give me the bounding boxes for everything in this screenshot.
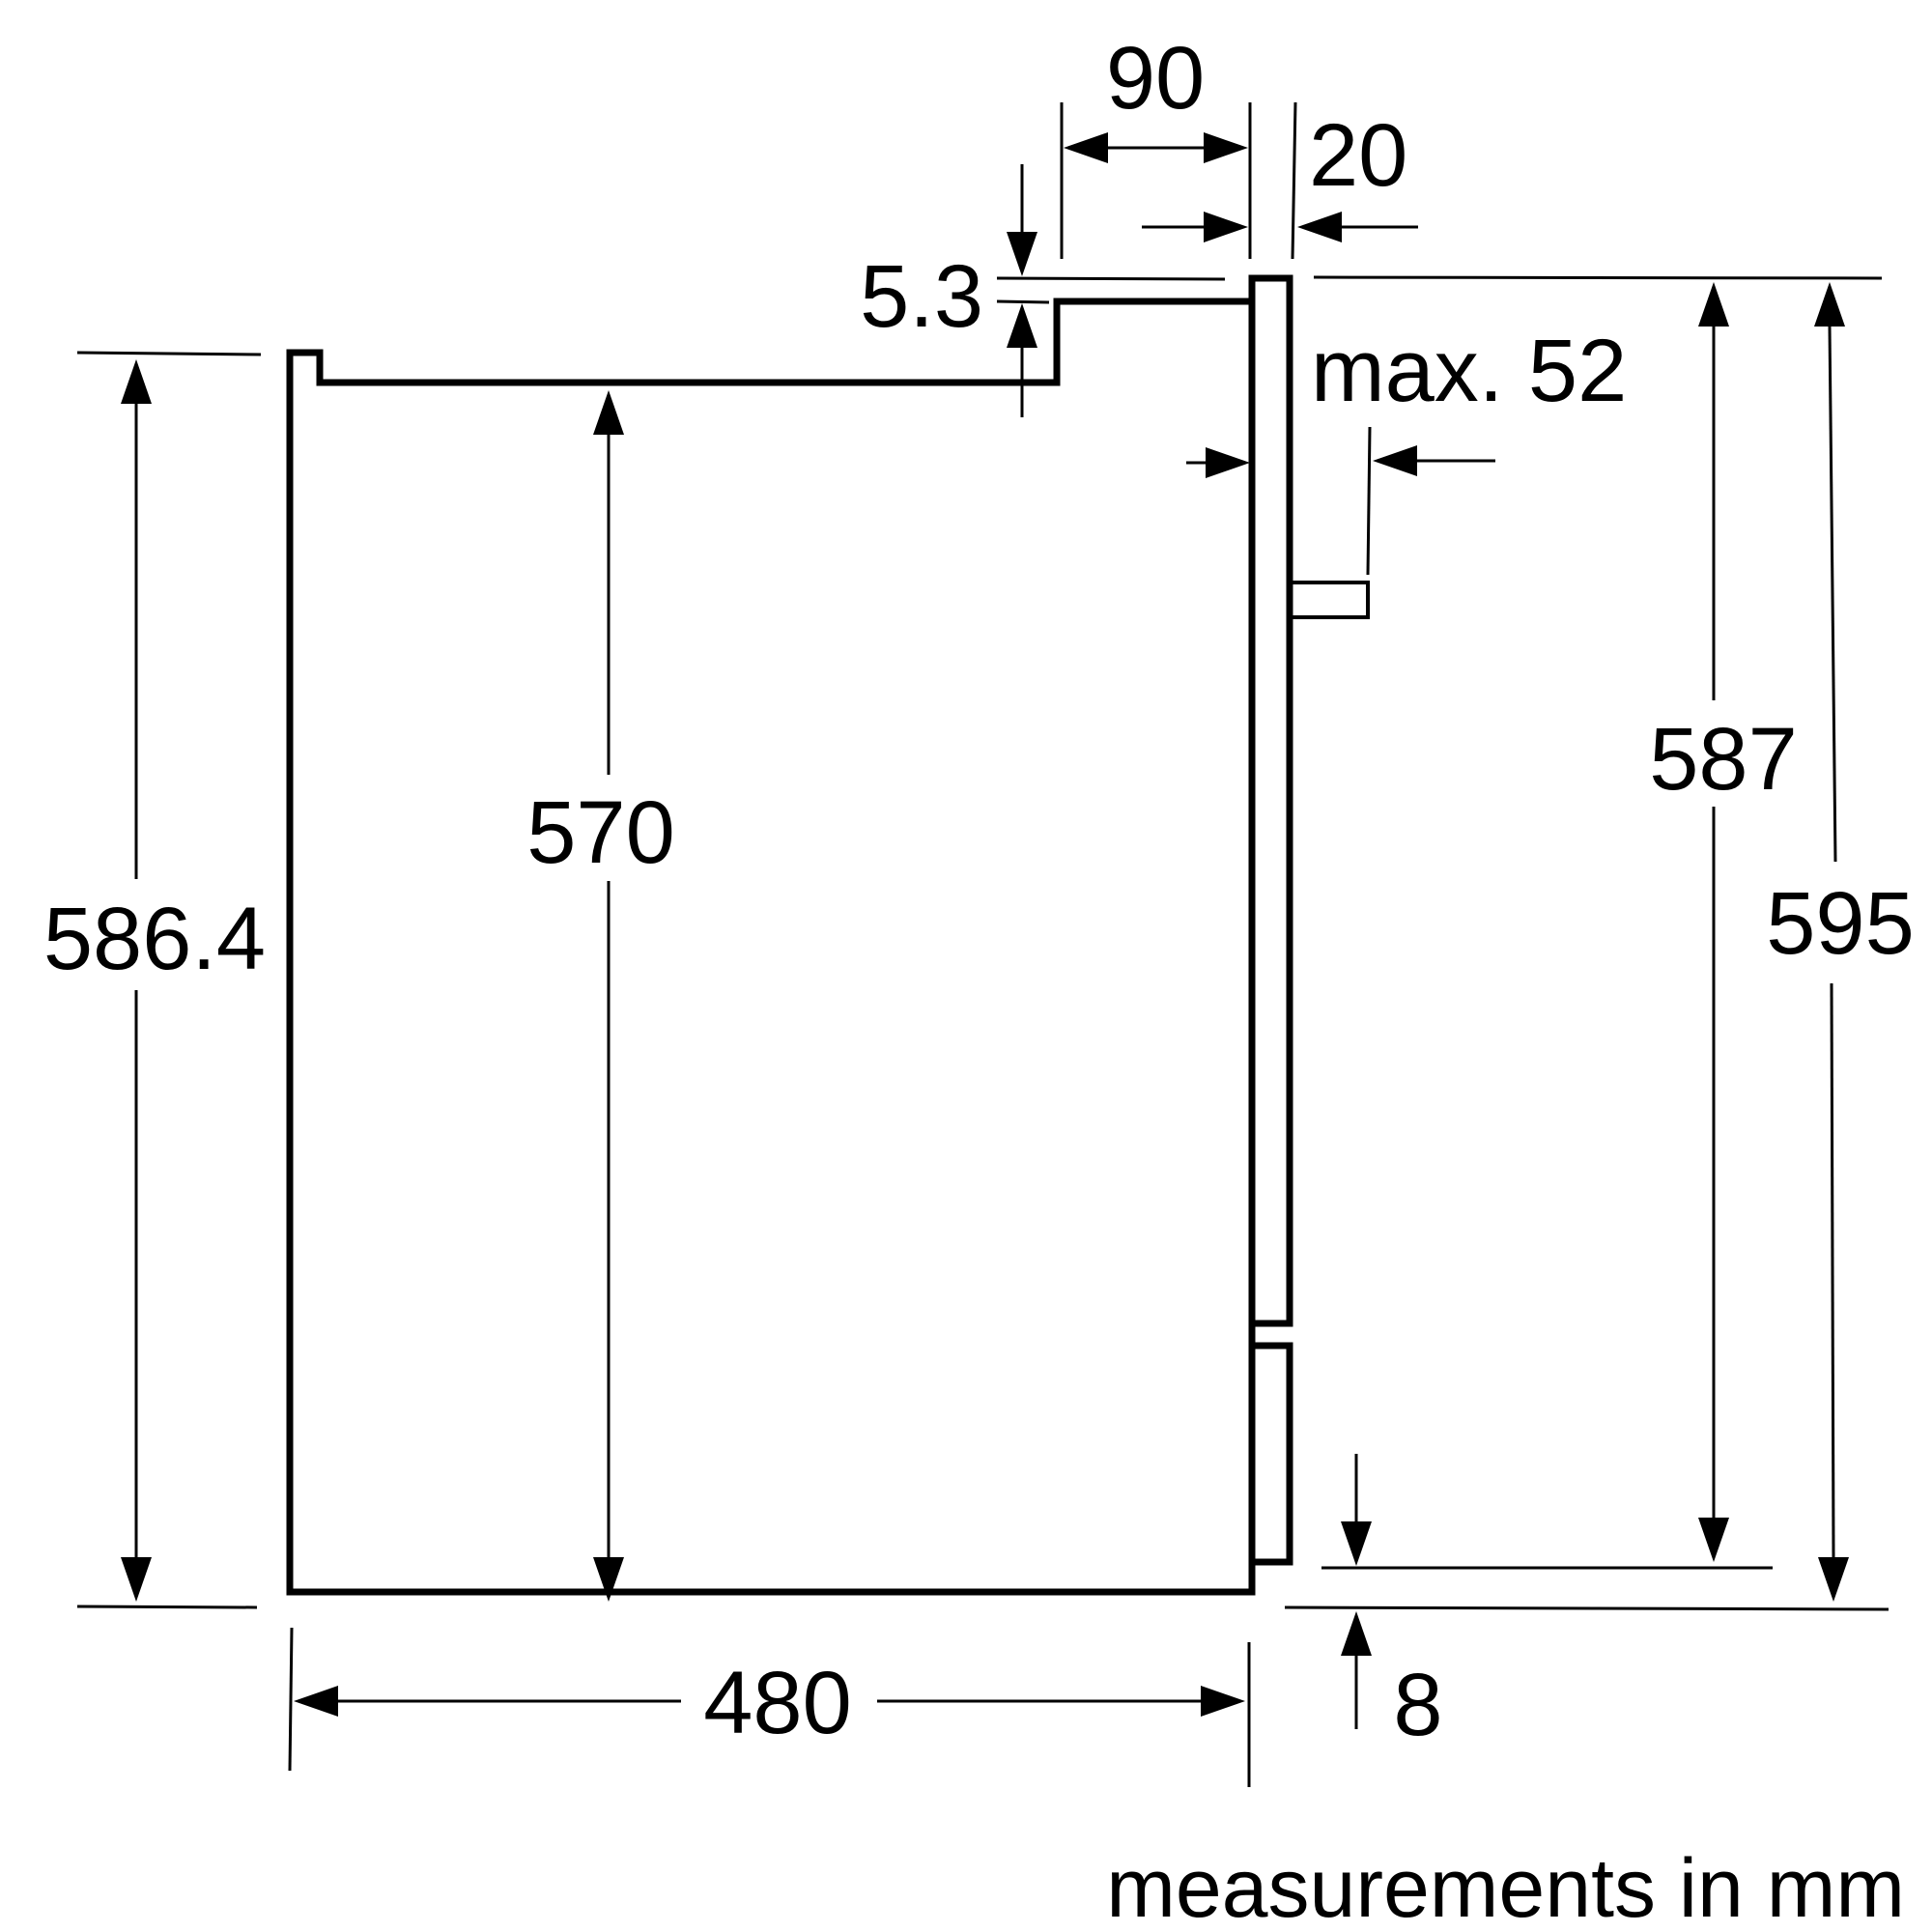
- appliance-body-outline: [286, 298, 1256, 1596]
- arrow-587-up: [1698, 282, 1729, 327]
- front-panel-upper-outline: [1248, 274, 1293, 1592]
- dim-label-587: 587: [1649, 710, 1798, 809]
- arrow-90-left: [1064, 132, 1108, 163]
- dim-line-595-lower: [1830, 982, 1835, 1558]
- arrow-586-4-up: [121, 359, 152, 404]
- units-note: measurements in mm: [1106, 1842, 1905, 1932]
- ext-line-480-left: [288, 1627, 294, 1772]
- ext-line-right-top: [1313, 275, 1883, 280]
- dim-label-480: 480: [703, 1654, 852, 1752]
- arrow-480-left: [294, 1686, 338, 1717]
- ext-line-right-bottom: [1284, 1605, 1889, 1611]
- arrow-52-left: [1206, 447, 1250, 478]
- ext-line-handle: [1366, 426, 1372, 576]
- arrow-480-right: [1201, 1686, 1245, 1717]
- dim-label-586-4: 586.4: [43, 890, 266, 988]
- dim-label-595: 595: [1766, 874, 1915, 973]
- arrow-52-right: [1373, 445, 1417, 476]
- arrow-20-right: [1297, 212, 1342, 242]
- ext-line-20-right: [1291, 101, 1297, 260]
- dim-label-5-3: 5.3: [860, 247, 983, 346]
- arrow-570-up: [593, 390, 624, 435]
- arrow-5-3-up: [1007, 303, 1037, 348]
- arrow-595-down: [1818, 1557, 1849, 1602]
- dim-label-90: 90: [1106, 29, 1205, 128]
- arrow-8-up: [1341, 1611, 1372, 1656]
- arrow-595-up: [1814, 282, 1845, 327]
- ext-line-left-bottom: [76, 1605, 258, 1609]
- ext-line-step-low: [996, 299, 1050, 304]
- handle-outline: [1288, 581, 1370, 619]
- dim-label-8: 8: [1393, 1656, 1442, 1754]
- dim-label-570: 570: [526, 783, 675, 882]
- arrow-5-3-down: [1007, 232, 1037, 276]
- dim-line-595-upper: [1828, 326, 1837, 863]
- dim-label-max-52: max. 52: [1311, 322, 1627, 420]
- ext-line-left-top: [76, 351, 262, 356]
- dim-label-20: 20: [1309, 106, 1407, 205]
- arrow-90-right: [1204, 132, 1248, 163]
- ext-line-step-top: [996, 276, 1226, 281]
- arrow-20-left: [1204, 212, 1248, 242]
- arrow-586-4-down: [121, 1557, 152, 1602]
- arrow-8-down: [1341, 1521, 1372, 1566]
- arrow-587-down: [1698, 1518, 1729, 1562]
